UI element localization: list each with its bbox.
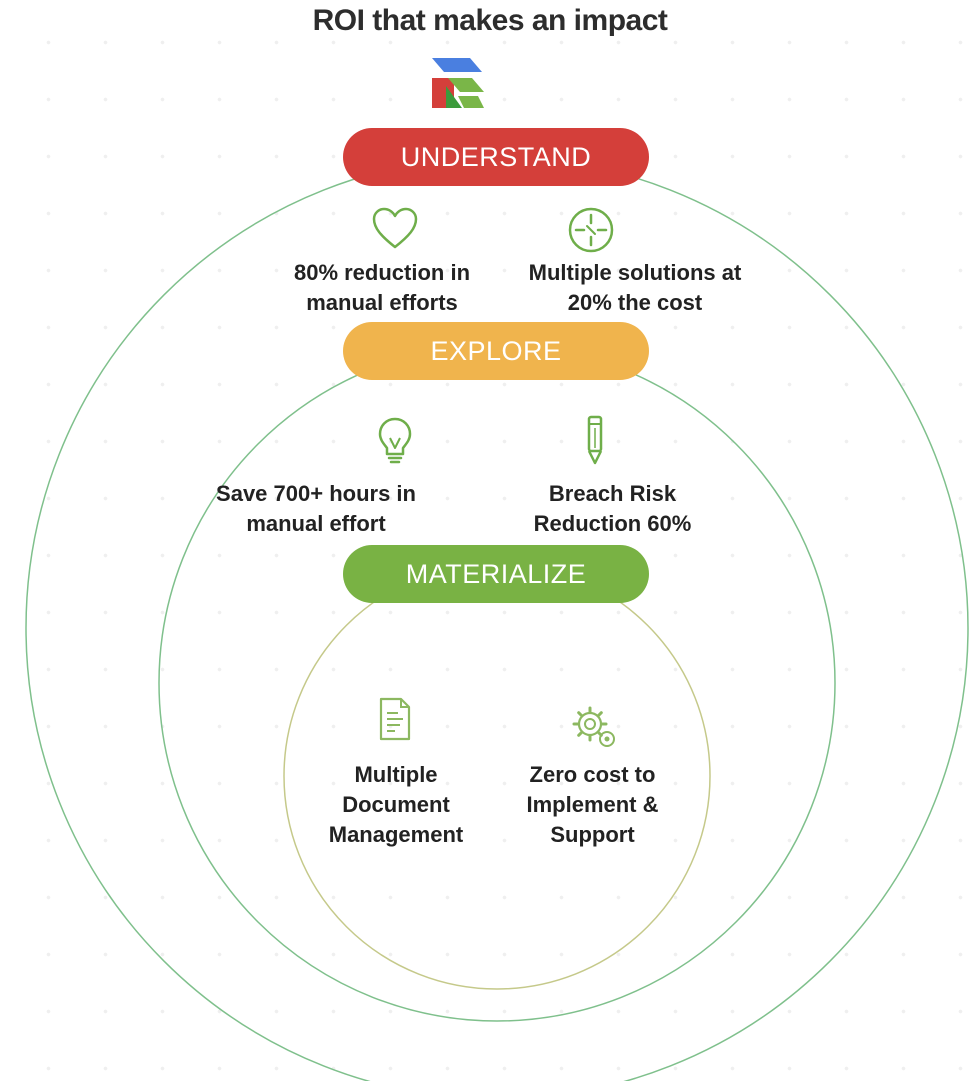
benefit-text-line: Reduction 60% <box>533 511 692 536</box>
lightbulb-icon <box>378 417 412 464</box>
benefit-text-line: manual effort <box>246 511 386 536</box>
middle-circle <box>158 344 836 1022</box>
benefit-text-line: 20% the cost <box>567 290 703 315</box>
heart-icon <box>372 207 418 249</box>
brand-logo-icon <box>432 58 484 108</box>
benefit-multiple-solutions: Multiple solutions at 20% the cost <box>500 258 770 318</box>
benefit-text-line: Breach Risk <box>548 481 677 506</box>
benefit-text-line: Multiple <box>354 762 438 787</box>
benefit-text-line: Multiple solutions at <box>528 260 742 285</box>
stage-label: MATERIALIZE <box>405 558 587 589</box>
stage-explore: EXPLORE <box>343 322 649 380</box>
stage-label: EXPLORE <box>430 335 562 366</box>
benefit-text-line: 80% reduction in <box>293 260 471 285</box>
stage-label: UNDERSTAND <box>400 141 592 172</box>
page-title: ROI that makes an impact <box>312 4 668 37</box>
target-icon <box>568 207 614 253</box>
pencil-icon <box>587 415 603 465</box>
benefit-text-line: Document <box>342 792 450 817</box>
benefit-text-line: Zero cost to <box>529 762 656 787</box>
benefit-text-line: manual efforts <box>306 290 458 315</box>
benefit-text-line: Management <box>328 822 464 847</box>
document-icon <box>379 697 411 741</box>
benefit-document-management: Multiple Document Management <box>296 760 496 850</box>
benefit-save-hours: Save 700+ hours in manual effort <box>196 479 436 539</box>
benefit-zero-cost: Zero cost to Implement & Support <box>500 760 685 850</box>
stage-understand: UNDERSTAND <box>343 128 649 186</box>
benefit-breach-risk: Breach Risk Reduction 60% <box>500 479 725 539</box>
benefit-manual-efforts: 80% reduction in manual efforts <box>262 258 502 318</box>
benefit-text-line: Support <box>550 822 635 847</box>
stage-materialize: MATERIALIZE <box>343 545 649 603</box>
gears-icon <box>572 706 615 747</box>
benefit-text-line: Implement & <box>526 792 659 817</box>
benefit-text-line: Save 700+ hours in <box>216 481 416 506</box>
